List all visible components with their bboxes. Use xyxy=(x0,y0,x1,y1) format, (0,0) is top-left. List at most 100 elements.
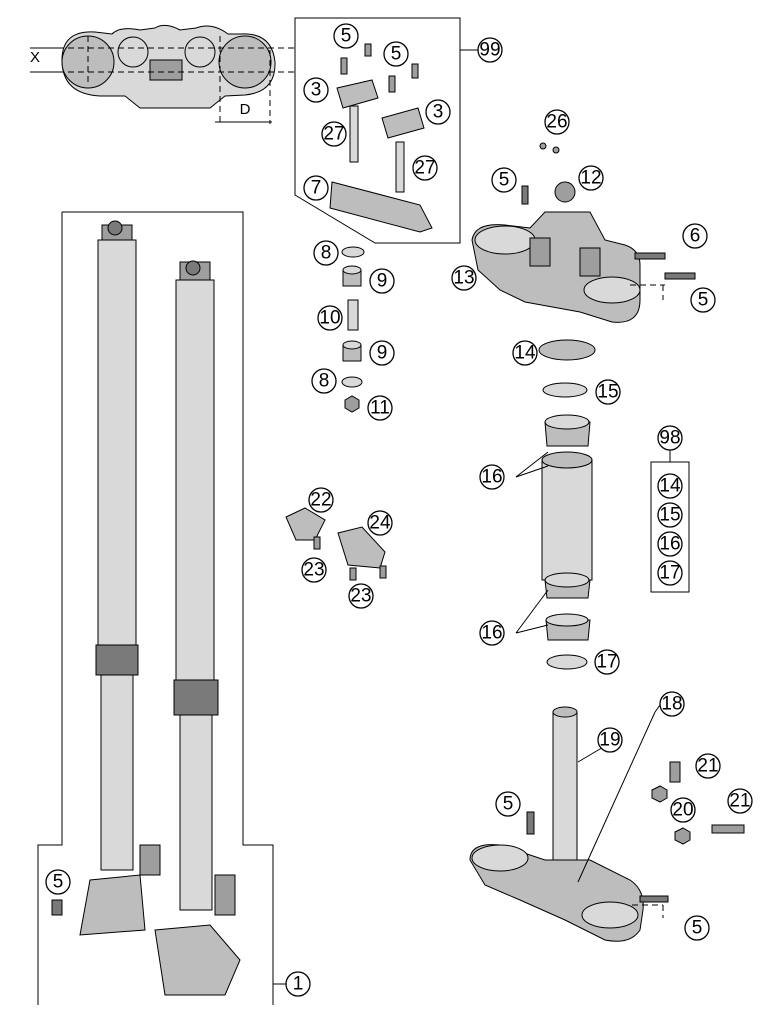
svg-text:15: 15 xyxy=(659,505,680,526)
kit-99-box xyxy=(294,17,478,244)
callout-26: 26 xyxy=(544,109,570,135)
callout-18: 18 xyxy=(659,691,685,717)
svg-text:5: 5 xyxy=(692,918,703,939)
dimension-d-label: D xyxy=(240,101,251,118)
callout-15: 15 xyxy=(595,379,621,405)
svg-text:7: 7 xyxy=(311,178,322,199)
callout-10: 10 xyxy=(317,305,343,331)
svg-text:8: 8 xyxy=(321,243,332,264)
callout-27a: 27 xyxy=(321,121,347,147)
svg-text:9: 9 xyxy=(377,271,388,292)
svg-text:98: 98 xyxy=(659,428,680,449)
callout-23a: 23 xyxy=(301,557,327,583)
svg-text:23: 23 xyxy=(350,586,371,607)
svg-text:99: 99 xyxy=(479,40,500,61)
callout-13: 13 xyxy=(451,265,477,291)
svg-text:5: 5 xyxy=(341,26,352,47)
dimension-d: D xyxy=(87,36,272,124)
kit-98-item-16: 16 xyxy=(657,531,683,557)
svg-text:15: 15 xyxy=(597,382,618,403)
svg-text:11: 11 xyxy=(370,398,390,419)
svg-text:17: 17 xyxy=(659,563,680,584)
kit-98-item-15: 15 xyxy=(657,502,683,528)
callout-5f: 5 xyxy=(684,915,710,941)
svg-text:21: 21 xyxy=(697,756,718,777)
lower-triple-clamp xyxy=(469,706,745,942)
svg-text:13: 13 xyxy=(453,268,474,289)
callout-9a: 9 xyxy=(369,268,395,294)
svg-text:24: 24 xyxy=(369,513,391,534)
callout-5d: 5 xyxy=(690,287,716,313)
svg-text:5: 5 xyxy=(499,170,510,191)
callout-21a: 21 xyxy=(695,753,721,779)
svg-text:12: 12 xyxy=(580,168,601,189)
svg-text:22: 22 xyxy=(310,490,331,511)
fork-leg-right xyxy=(154,260,241,996)
callout-6: 6 xyxy=(682,223,708,249)
svg-text:3: 3 xyxy=(311,80,322,101)
svg-text:16: 16 xyxy=(481,623,502,644)
svg-text:6: 6 xyxy=(690,226,701,247)
fork-leg-left xyxy=(51,220,161,936)
svg-text:21: 21 xyxy=(729,791,750,812)
svg-text:27: 27 xyxy=(323,124,344,145)
kit-98-item-14: 14 xyxy=(657,473,683,499)
callout-19: 19 xyxy=(597,727,623,753)
svg-text:10: 10 xyxy=(319,308,340,329)
fork-box-outline xyxy=(62,211,274,1005)
callout-16b: 16 xyxy=(479,620,505,646)
svg-text:5: 5 xyxy=(698,290,709,311)
callout-14: 14 xyxy=(512,340,538,366)
callout-8b: 8 xyxy=(311,368,337,394)
svg-text:17: 17 xyxy=(596,652,617,673)
callout-23b: 23 xyxy=(348,583,374,609)
callout-3a: 3 xyxy=(303,77,329,103)
callout-3b: 3 xyxy=(425,99,451,125)
svg-text:20: 20 xyxy=(672,800,693,821)
callout-22: 22 xyxy=(308,487,334,513)
kit-98-item-17: 17 xyxy=(657,560,683,586)
svg-text:5: 5 xyxy=(503,794,514,815)
svg-text:18: 18 xyxy=(661,694,682,715)
steering-bearings xyxy=(538,339,596,670)
callout-16a: 16 xyxy=(479,464,505,490)
callout-17: 17 xyxy=(594,649,620,675)
callout-8a: 8 xyxy=(313,240,339,266)
svg-text:14: 14 xyxy=(514,343,536,364)
dimension-x-label: X xyxy=(30,49,40,66)
svg-text:3: 3 xyxy=(433,102,444,123)
callout-99: 99 xyxy=(477,37,503,63)
svg-text:1: 1 xyxy=(293,974,304,995)
callout-24: 24 xyxy=(367,510,393,536)
callout-21b: 21 xyxy=(727,788,753,814)
callout-12: 12 xyxy=(578,165,604,191)
callout-98: 98 xyxy=(657,425,683,451)
svg-text:23: 23 xyxy=(303,560,324,581)
callout-5g: 5 xyxy=(45,869,71,895)
dimension-x: X xyxy=(30,47,295,73)
svg-text:5: 5 xyxy=(391,44,402,65)
rubber-bushing-parts xyxy=(341,246,365,413)
svg-text:9: 9 xyxy=(377,343,388,364)
triple-clamp-top-view xyxy=(61,24,276,109)
callout-5c: 5 xyxy=(491,167,517,193)
svg-text:8: 8 xyxy=(319,371,330,392)
callout-1: 1 xyxy=(285,971,311,997)
svg-text:5: 5 xyxy=(53,872,64,893)
callout-9b: 9 xyxy=(369,340,395,366)
callout-5e: 5 xyxy=(495,791,521,817)
svg-text:27: 27 xyxy=(414,158,435,179)
svg-text:16: 16 xyxy=(659,534,680,555)
svg-text:14: 14 xyxy=(659,476,681,497)
callout-5b: 5 xyxy=(383,41,409,67)
callout-20: 20 xyxy=(670,797,696,823)
svg-text:16: 16 xyxy=(481,467,502,488)
svg-text:26: 26 xyxy=(546,112,567,133)
callout-7: 7 xyxy=(303,175,329,201)
upper-triple-clamp xyxy=(471,142,696,323)
svg-text:19: 19 xyxy=(599,730,620,751)
callout-27b: 27 xyxy=(412,155,438,181)
callout-11: 11 xyxy=(367,395,393,421)
